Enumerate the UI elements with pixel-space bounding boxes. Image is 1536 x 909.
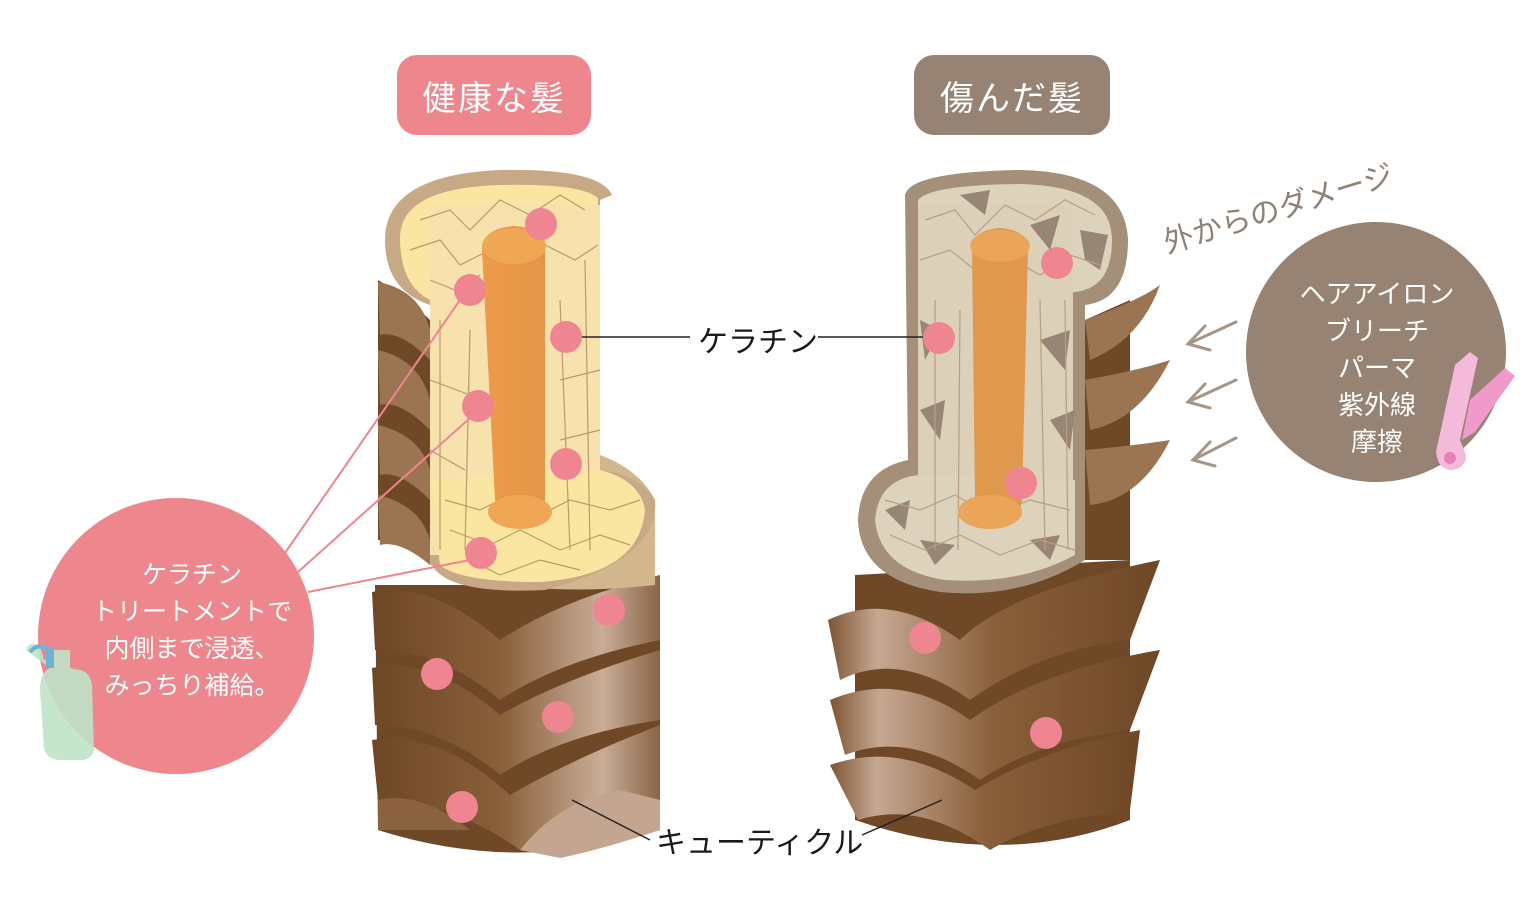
spray-bottle-icon xyxy=(26,643,94,760)
cause-item: 紫外線 xyxy=(1337,391,1416,421)
cause-item: ヘアアイロン xyxy=(1299,280,1455,310)
damaged-keratin-dots xyxy=(909,247,1073,749)
damaged-hair-title: 傷んだ髪 xyxy=(914,55,1110,135)
cause-item: 摩擦 xyxy=(1350,428,1403,458)
healthy-keratin-dots xyxy=(421,208,625,823)
arrow-icon xyxy=(1185,320,1238,352)
cause-item: ブリーチ xyxy=(1324,317,1429,347)
damage-arrows xyxy=(1185,320,1238,468)
treatment-pointer-lines xyxy=(284,299,471,593)
treatment-callout-text: ケラチン トリートメントで 内側まで浸透、 みっちり補給。 xyxy=(52,556,332,704)
keratin-label: ケラチン xyxy=(698,325,818,360)
arrow-icon xyxy=(1190,436,1238,468)
treatment-line: ケラチン xyxy=(141,560,242,589)
treatment-line: 内側まで浸透、 xyxy=(104,634,280,663)
healthy-hair-title: 健康な髪 xyxy=(397,55,591,135)
cuticle-label: キューティクル xyxy=(656,826,864,861)
leader-lines xyxy=(571,336,943,841)
treatment-line: トリートメントで xyxy=(91,597,292,626)
damage-causes-circle xyxy=(1246,222,1506,482)
arrow-icon xyxy=(1185,378,1238,410)
treatment-line: みっちり補給。 xyxy=(104,671,280,700)
damaged-cortex-gaps xyxy=(885,190,1108,565)
cause-item: パーマ xyxy=(1337,354,1416,384)
damaged-cuticle-scales xyxy=(828,560,1160,850)
hair-iron-icon xyxy=(1436,352,1515,470)
treatment-callout-circle xyxy=(38,498,314,774)
healthy-hair-illustration xyxy=(372,169,660,858)
damaged-hair-illustration xyxy=(828,170,1170,850)
damage-causes-text: ヘアアイロン ブリーチ パーマ 紫外線 摩擦 xyxy=(1252,277,1502,462)
